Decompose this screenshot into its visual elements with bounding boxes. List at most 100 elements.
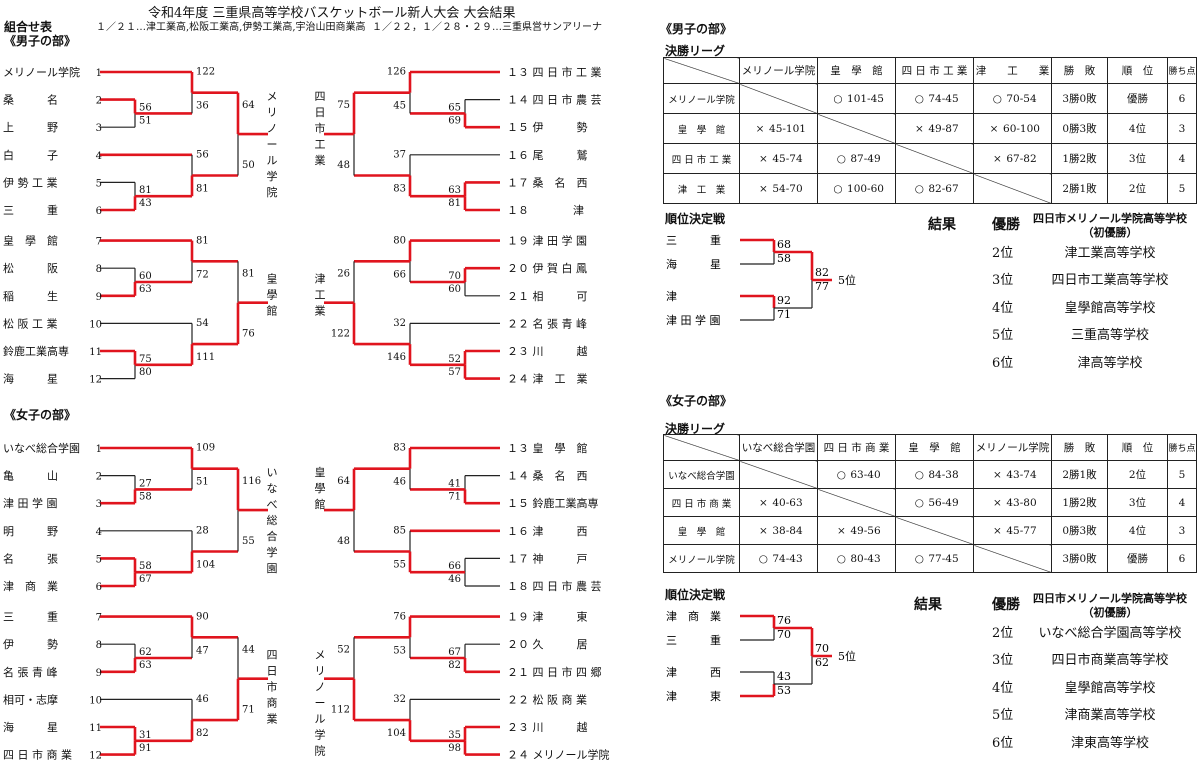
- result-mark: ×: [758, 496, 768, 509]
- match-result: ×43-80: [973, 488, 1052, 517]
- boys-section-label: 《男子の部》: [4, 34, 77, 48]
- match-result: ○56-49: [895, 488, 974, 517]
- row-team-name: 皇 學 館: [663, 113, 740, 144]
- team-name: １４ 桑 名 西: [507, 469, 588, 483]
- result-mark: ×: [989, 122, 999, 135]
- match-score: 67-82: [1006, 152, 1037, 165]
- team-name: メリノール学院: [3, 65, 80, 79]
- match-score: 49-87: [928, 122, 959, 135]
- score: 52: [448, 354, 461, 365]
- boys-league-table: メリノール学院皇 學 館四 日 市 工 業津 工 業勝 敗順 位勝ち点メリノール…: [663, 57, 1197, 204]
- score: 72: [196, 269, 209, 280]
- seed-number: 3: [96, 499, 102, 510]
- row-record: 0勝3敗: [1051, 113, 1108, 144]
- boys-final-section-label: 《男子の部》: [660, 22, 733, 36]
- match-score: 82-67: [928, 182, 959, 195]
- row-rank: 4位: [1107, 516, 1168, 545]
- team-name: 四 日 市 商 業: [3, 748, 72, 762]
- result-mark: ○: [914, 496, 924, 509]
- seed-number: 1: [96, 68, 102, 79]
- team-name: いなべ総合学園: [3, 441, 80, 455]
- row-team-name: いなべ総合学園: [663, 460, 740, 489]
- team-name: 稲 生: [3, 289, 58, 303]
- boys-playoff-label: 順位決定戦: [665, 212, 726, 226]
- score: 56: [196, 150, 209, 161]
- girls-final-section-label: 《女子の部》: [660, 394, 733, 408]
- team-name: 伊 勢: [3, 637, 58, 651]
- score: 50: [242, 160, 255, 171]
- score: 43: [139, 198, 152, 209]
- row-pts: 5: [1167, 460, 1197, 489]
- result-mark: ×: [836, 524, 846, 537]
- result-note: （初優勝）: [1082, 226, 1138, 239]
- self-cell: [817, 488, 896, 517]
- match-result: ○77-45: [895, 544, 974, 573]
- result-mark: ×: [992, 524, 1002, 537]
- score: 41: [448, 478, 461, 489]
- result-note: （初優勝）: [1082, 606, 1138, 619]
- bracket-winner: いなべ総合学園: [267, 466, 278, 575]
- result-place: 2位: [992, 245, 1014, 261]
- seed-number: 8: [96, 264, 102, 275]
- row-rank: 3位: [1107, 143, 1168, 174]
- playoff-team: 津 商 業: [666, 609, 721, 623]
- score: 54: [196, 318, 209, 329]
- result-mark: ○: [836, 152, 846, 165]
- result-place: 優勝: [992, 597, 1020, 613]
- result-place: 4位: [992, 300, 1014, 316]
- score: 80: [139, 367, 152, 378]
- score: 122: [331, 329, 350, 340]
- match-result: ○87-49: [817, 143, 896, 174]
- row-record: 3勝0敗: [1051, 83, 1108, 114]
- seed-number: 12: [89, 751, 102, 762]
- girls-results-label: 結果: [914, 597, 942, 613]
- seed-number: 2: [96, 96, 102, 107]
- match-result: ○80-43: [817, 544, 896, 573]
- result-mark: ○: [914, 552, 924, 565]
- team-name: 松 阪: [3, 261, 58, 275]
- score: 36: [196, 101, 209, 112]
- row-record: 0勝3敗: [1051, 516, 1108, 545]
- result-school: 津工業高等学校: [1064, 245, 1156, 261]
- team-name: １８ 津: [507, 204, 584, 217]
- seed-number: 9: [96, 292, 102, 303]
- score: 32: [393, 318, 406, 329]
- girls-league-label: 決勝リーグ: [665, 422, 726, 436]
- match-score: 80-43: [850, 552, 881, 565]
- playoff-team: 津 西: [666, 666, 721, 679]
- team-name: 三 重: [3, 610, 58, 624]
- column-header: 勝ち点: [1167, 57, 1197, 84]
- team-name: １９ 津 田 学 園: [507, 234, 587, 248]
- score: 91: [139, 743, 152, 754]
- row-pts: 6: [1167, 83, 1197, 114]
- score: 43: [777, 670, 791, 683]
- match-score: 100-60: [847, 182, 884, 195]
- self-cell: [817, 113, 896, 144]
- score: 46: [448, 574, 461, 585]
- column-header: メリノール学院: [739, 57, 818, 84]
- result-school: 三重高等学校: [1070, 328, 1149, 344]
- result-mark: ○: [914, 468, 924, 481]
- score: 65: [448, 102, 461, 113]
- team-name: ２１ 相 可: [507, 290, 588, 303]
- score: 46: [196, 694, 209, 705]
- match-result: ○82-67: [895, 173, 974, 204]
- self-cell: [973, 544, 1052, 573]
- score: 56: [139, 102, 152, 113]
- score: 76: [393, 611, 406, 622]
- seed-number: 5: [96, 554, 102, 565]
- seed-number: 10: [89, 319, 102, 330]
- score: 83: [393, 443, 406, 454]
- match-score: 54-70: [772, 182, 803, 195]
- score: 77: [815, 280, 829, 293]
- bracket-winner: 皇學館: [267, 272, 278, 318]
- row-record: 2勝1敗: [1051, 460, 1108, 489]
- row-pts: 6: [1167, 544, 1197, 573]
- bracket-winner: 四日市商業: [267, 649, 278, 726]
- seed-number: 10: [89, 695, 102, 706]
- score: 112: [331, 705, 350, 716]
- team-name: ２３ 川 越: [507, 344, 588, 358]
